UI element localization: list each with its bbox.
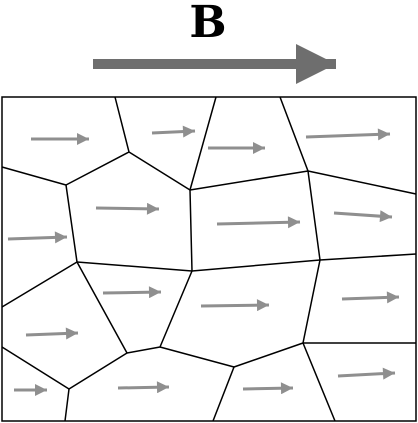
sample-boundary [1, 96, 417, 422]
moment-arrow-icon [337, 367, 396, 380]
moment-arrow-icon [341, 291, 400, 304]
grain-boundaries [1, 96, 417, 422]
moment-arrow-icon [242, 382, 294, 395]
moment-arrow-icon [333, 210, 393, 223]
moment-arrows [7, 125, 400, 396]
moment-arrow-icon [200, 299, 270, 312]
moment-arrow-icon [102, 286, 162, 299]
moment-arrow-icon [25, 327, 79, 340]
moment-arrow-icon [216, 216, 301, 229]
moment-arrow-icon [117, 381, 170, 394]
moment-arrow-icon [7, 231, 68, 244]
moment-arrow-icon [95, 202, 160, 215]
field-label-b: B [189, 0, 227, 48]
moment-arrow-icon [305, 128, 391, 141]
moment-arrow-icon [151, 125, 196, 138]
